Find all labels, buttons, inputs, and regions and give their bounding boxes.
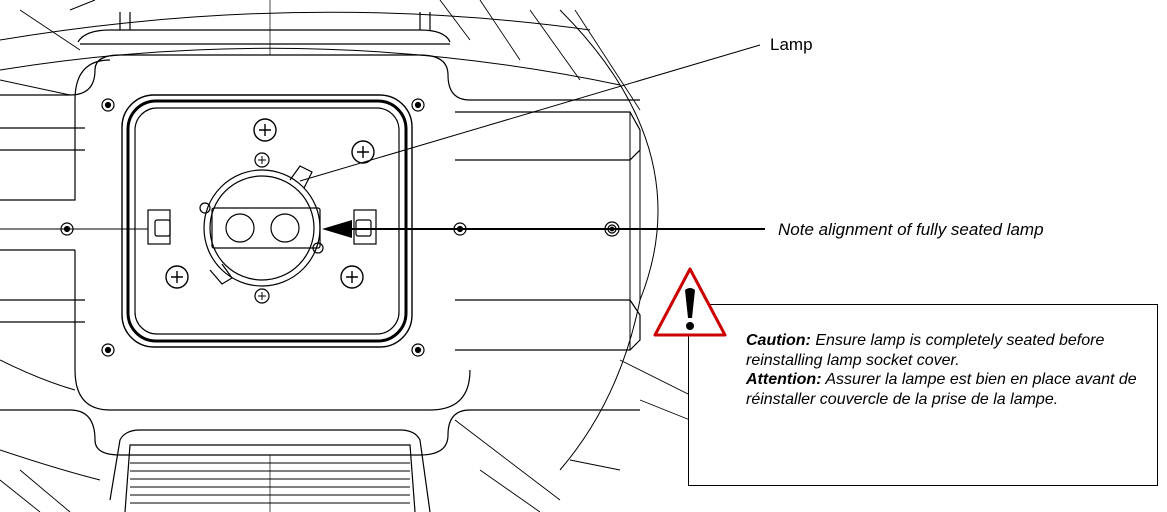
plus-screws — [165, 118, 375, 289]
lamp-label: Lamp — [770, 35, 813, 54]
lamp-leader-line — [299, 44, 761, 182]
lamp-socket — [147, 152, 377, 304]
warning-triangle-icon — [652, 266, 728, 338]
alignment-note-label: Note alignment of fully seated lamp — [778, 220, 1044, 239]
caution-message: Ensure lamp is completely seated before … — [746, 332, 1105, 369]
attention-message: Assurer la lampe est bien en place avant… — [746, 371, 1137, 408]
caution-text: Caution: Ensure lamp is completely seate… — [746, 331, 1156, 409]
fixture-body — [0, 0, 701, 512]
caution-heading: Caution: — [746, 332, 811, 349]
lamp-socket-frame — [121, 94, 413, 348]
attention-heading: Attention: — [746, 371, 822, 388]
alignment-arrow — [322, 220, 765, 238]
caution-box: Caution: Ensure lamp is completely seate… — [688, 304, 1158, 486]
